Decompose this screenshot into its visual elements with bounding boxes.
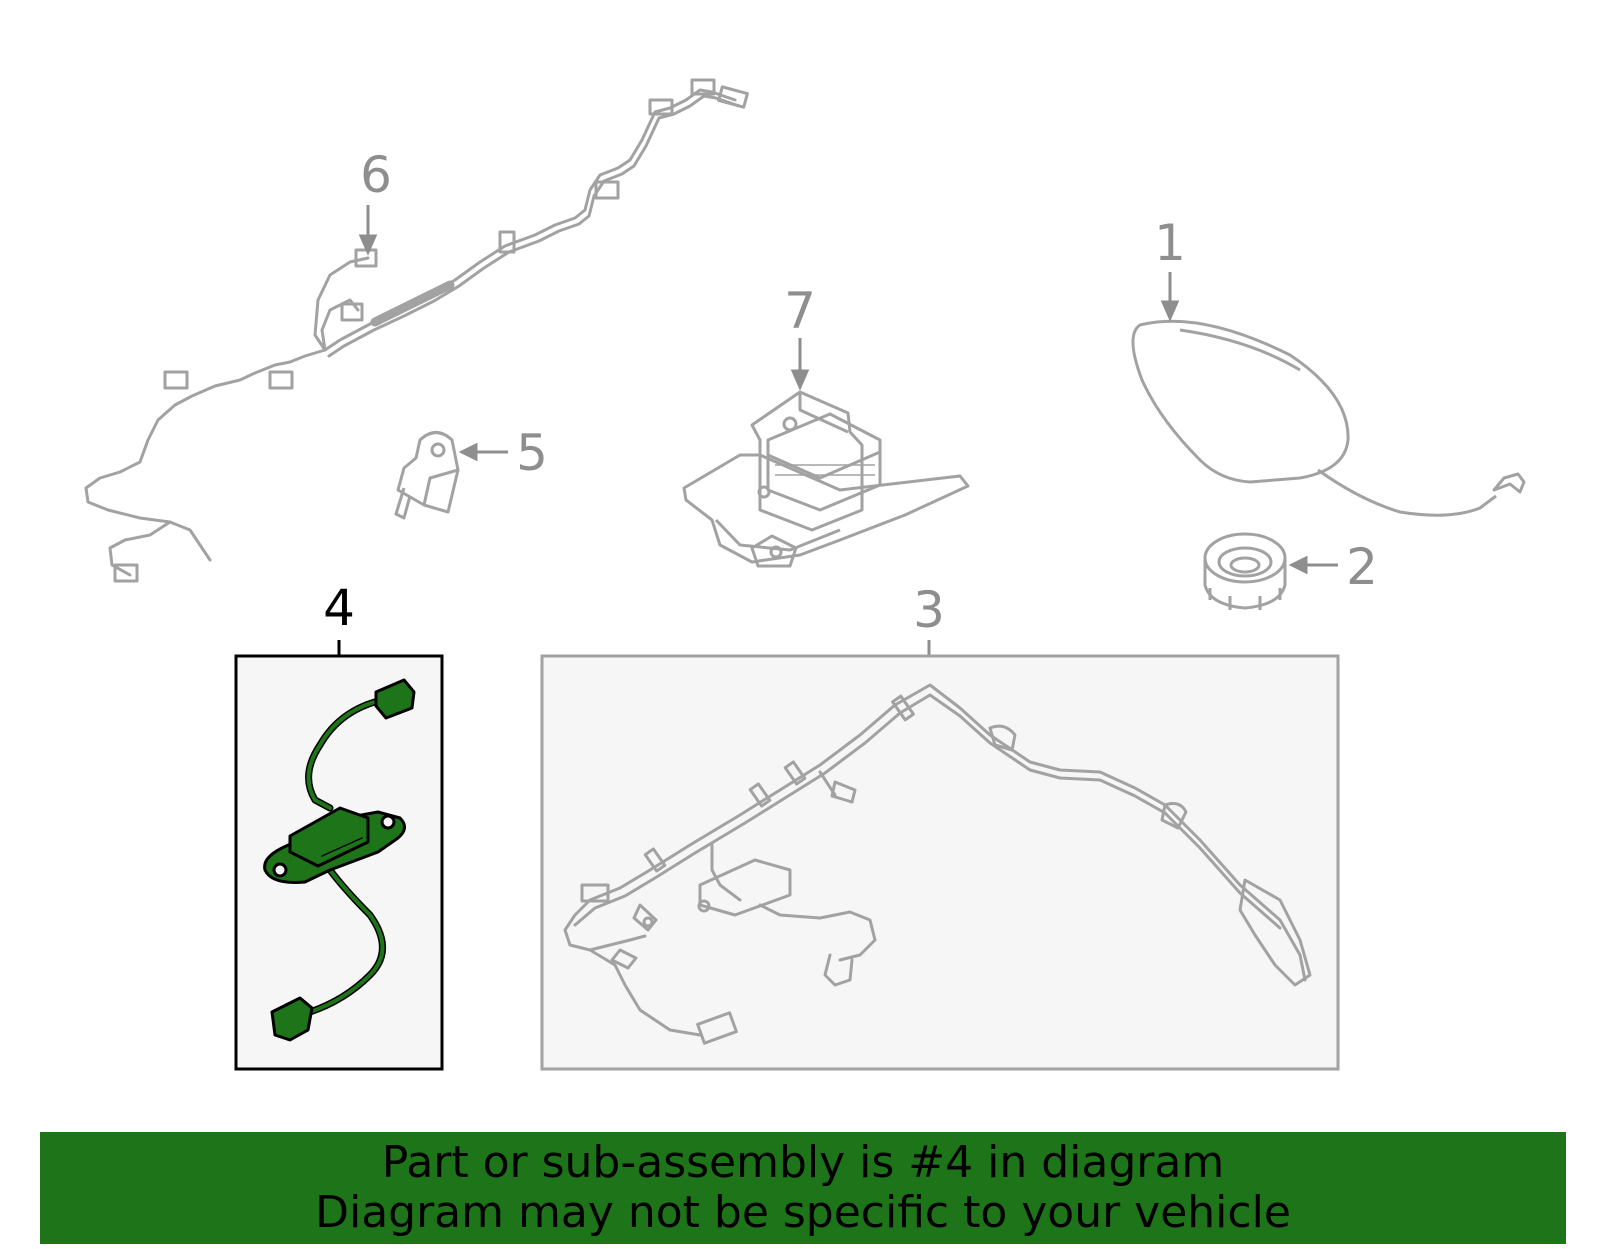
callout-2[interactable]: 2 bbox=[1346, 538, 1378, 596]
callout-7[interactable]: 7 bbox=[784, 282, 816, 340]
part-4-panel[interactable] bbox=[234, 640, 444, 1071]
part-6-wiring-harness[interactable] bbox=[84, 78, 749, 583]
callout-1[interactable]: 1 bbox=[1154, 214, 1186, 272]
callout-6[interactable]: 6 bbox=[360, 146, 392, 204]
callout-5-arrow bbox=[458, 442, 508, 462]
part-2-grommet[interactable] bbox=[1203, 532, 1287, 610]
callout-4[interactable]: 4 bbox=[323, 579, 355, 637]
callout-6-arrow bbox=[358, 205, 378, 256]
callout-5[interactable]: 5 bbox=[516, 424, 548, 482]
banner-line-2: Diagram may not be specific to your vehi… bbox=[315, 1187, 1291, 1238]
part-5-sensor[interactable] bbox=[394, 431, 460, 520]
callout-1-arrow bbox=[1160, 272, 1180, 322]
part-1-antenna[interactable] bbox=[1131, 319, 1526, 517]
banner-line-1: Part or sub-assembly is #4 in diagram bbox=[381, 1137, 1225, 1188]
part-7-control-module[interactable] bbox=[682, 390, 970, 568]
callout-2-arrow bbox=[1288, 555, 1338, 575]
info-banner: Part or sub-assembly is #4 in diagram Di… bbox=[40, 1132, 1566, 1244]
part-3-panel[interactable] bbox=[540, 640, 1340, 1071]
callout-3[interactable]: 3 bbox=[913, 581, 945, 639]
callout-7-arrow bbox=[790, 338, 810, 391]
